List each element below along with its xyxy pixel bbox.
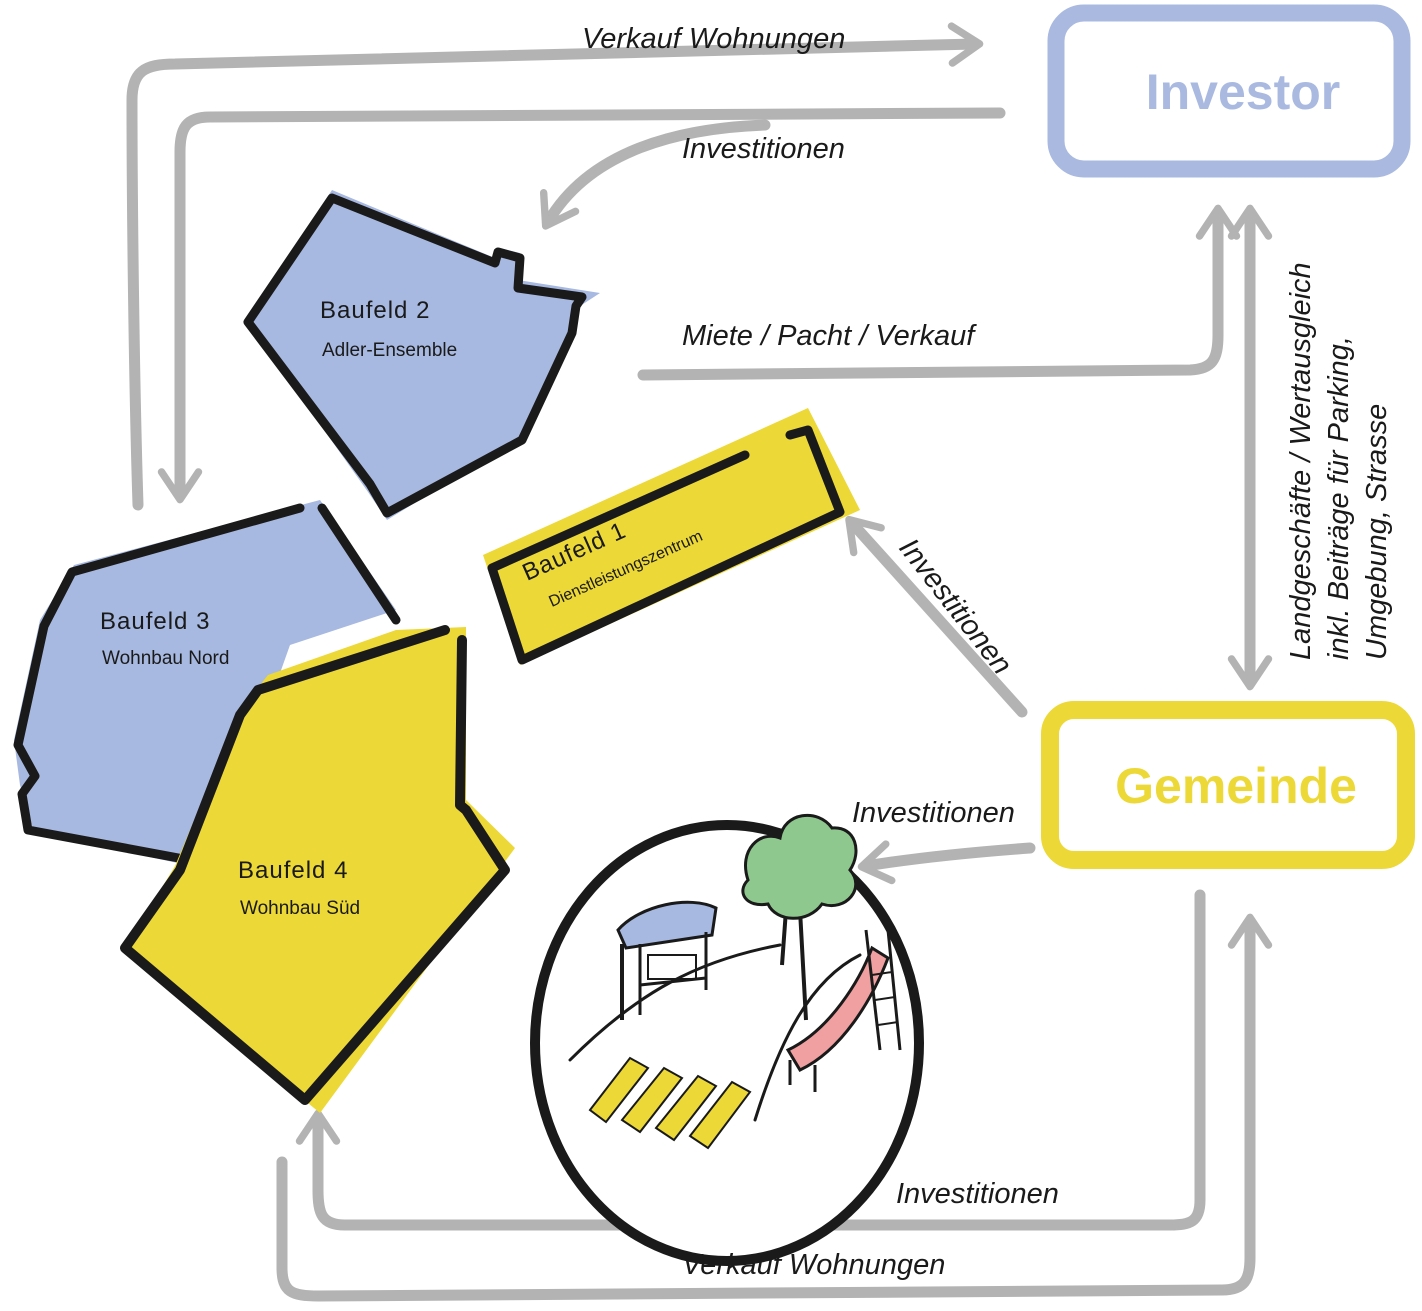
baufeld-2-subtitle: Adler-Ensemble <box>322 340 457 361</box>
investor-box <box>1047 4 1411 178</box>
baufeld-3-title: Baufeld 3 <box>100 608 210 635</box>
compensation-line-2: inkl. Beiträge für Parking, <box>1323 336 1355 660</box>
label-rent: Miete / Pacht / Verkauf <box>682 320 977 352</box>
baufeld-1-shape <box>483 408 860 665</box>
baufeld-1-outline <box>487 425 845 665</box>
baufeld-3: Baufeld 3 Wohnbau Nord <box>13 500 401 870</box>
arrow-invest-baufeld-2 <box>540 119 771 230</box>
baufeld-4-shape <box>124 627 515 1113</box>
baufeld-2-outline <box>243 193 587 518</box>
compensation-line-3: Umgebung, Strasse <box>1361 404 1393 660</box>
label-bottom-sale: Verkauf Wohnungen <box>682 1249 945 1281</box>
label-invest-public: Investitionen <box>852 797 1015 829</box>
baufeld-4: Baufeld 4 Wohnbau Süd <box>120 625 515 1113</box>
baufeld-4-outline <box>120 625 510 1105</box>
baufeld-1: Baufeld 1 Dienstleistungszentrum <box>483 408 860 665</box>
compensation-label: Landgeschäfte / Wertausgleich inkl. Beit… <box>1285 262 1393 660</box>
gemeinde-label: Gemeinde <box>1115 758 1357 814</box>
arrow-top-sale <box>126 22 984 511</box>
baufeld-3-subtitle: Wohnbau Nord <box>102 648 229 669</box>
baufeld-4-subtitle: Wohnbau Süd <box>240 898 360 919</box>
compensation-line-1: Landgeschäfte / Wertausgleich <box>1285 262 1317 660</box>
gemeinde-box <box>1041 701 1415 869</box>
arrow-bottom-sale <box>276 913 1273 1302</box>
park-playground-crosswalk-icon <box>530 813 924 1266</box>
baufeld-2: Baufeld 2 Adler-Ensemble <box>243 190 600 520</box>
label-bottom-invest: Investitionen <box>896 1178 1059 1210</box>
crosswalk-icon <box>588 1056 752 1150</box>
investor-label: Investor <box>1146 64 1341 120</box>
public-space-circle <box>530 820 924 1266</box>
arrow-invest-baufeld-1 <box>845 515 1028 718</box>
slide-icon <box>785 929 902 1092</box>
label-top-invest: Investitionen <box>682 133 845 165</box>
gemeinde-node: Gemeinde <box>1041 701 1415 869</box>
baufeld-3-shape <box>14 500 396 870</box>
bus-shelter-icon <box>616 900 718 1020</box>
label-top-sale: Verkauf Wohnungen <box>582 23 845 55</box>
baufeld-2-title: Baufeld 2 <box>320 297 430 324</box>
label-invest-baufeld-1: Investitionen <box>892 533 1017 681</box>
arrow-invest-public <box>857 840 1036 885</box>
street-edge-2-icon <box>753 953 862 1122</box>
arrow-top-invest <box>157 107 1006 504</box>
investor-node: Investor <box>1047 4 1411 178</box>
tree-icon <box>741 813 858 1021</box>
baufeld-4-title: Baufeld 4 <box>238 857 348 884</box>
baufeld-3-outline <box>13 503 401 867</box>
arrow-rent <box>637 204 1241 381</box>
